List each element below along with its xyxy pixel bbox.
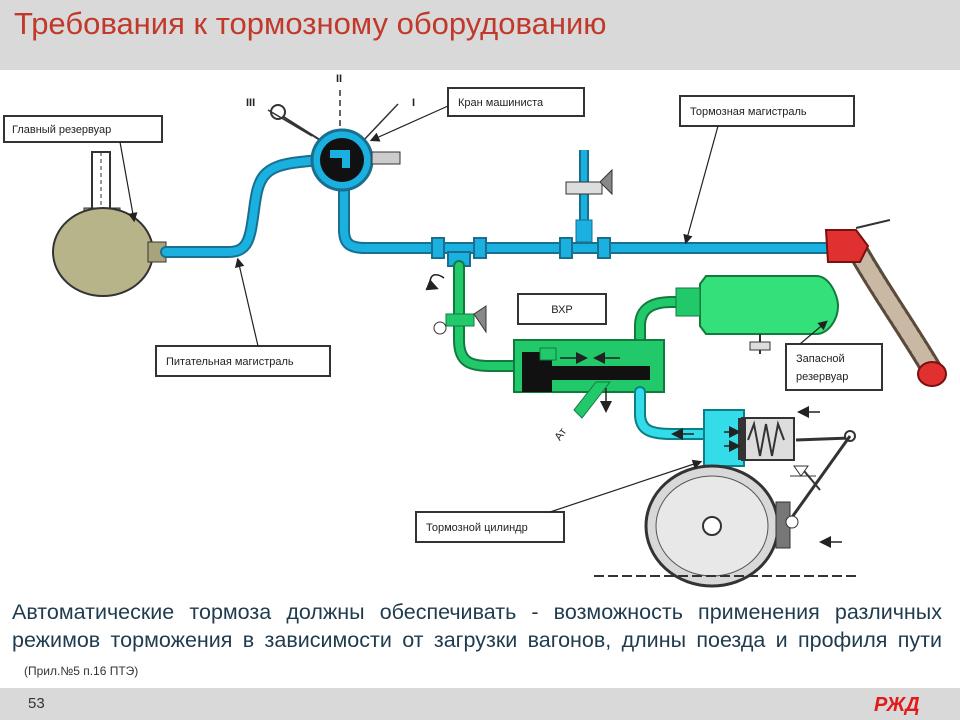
brake-cylinder-pipe: [636, 388, 710, 438]
page-title: Требования к тормозному оборудованию: [14, 6, 607, 41]
svg-text:Кран машиниста: Кран машиниста: [458, 97, 544, 109]
label-feed-pipe: Питательная магистраль: [155, 257, 331, 377]
svg-text:РЖД: РЖД: [874, 694, 920, 716]
svg-text:Запасной: Запасной: [796, 353, 845, 365]
vhr-branch-pipe: [455, 262, 704, 370]
label-brake-pipe: Тормозная магистраль: [679, 95, 855, 245]
svg-text:ВХР: ВХР: [551, 304, 573, 316]
reference-note: (Прил.№5 п.16 ПТЭ): [24, 664, 139, 678]
valve-pos-3: III: [246, 97, 255, 109]
svg-text:Тормозная магистраль: Тормозная магистраль: [690, 106, 807, 118]
page-number: 53: [28, 695, 45, 712]
main-reservoir: [52, 151, 167, 297]
label-brake-cylinder: Тормозной цилиндр: [415, 459, 703, 543]
valve-pos-2: II: [336, 73, 342, 85]
body-text: Автоматические тормоза должны обеспечива…: [12, 600, 942, 652]
label-drivers-valve: Кран машиниста: [369, 87, 585, 142]
vhr-label-box: ВХР: [517, 293, 607, 325]
air-distributor: Ат: [513, 339, 665, 443]
svg-text:Главный резервуар: Главный резервуар: [12, 124, 111, 136]
rzd-logo-icon: РЖД: [874, 694, 920, 716]
label-main-reservoir: Главный резервуар: [3, 115, 163, 223]
end-cock: [565, 150, 613, 243]
branch-cock: [433, 305, 487, 335]
svg-text:Тормозной цилиндр: Тормозной цилиндр: [426, 522, 528, 534]
valve-pos-1: I: [412, 97, 415, 109]
brake-pipe: [340, 176, 834, 252]
footer-band: 53 РЖД: [0, 688, 960, 720]
brake-system-diagram: III II I: [3, 73, 947, 588]
feed-pipe: [160, 154, 324, 258]
atm-label: Ат: [552, 426, 569, 443]
svg-text:Питательная магистраль: Питательная магистраль: [166, 356, 294, 368]
label-aux-reservoir: Запасной резервуар: [785, 320, 883, 391]
brake-cylinder: [703, 406, 856, 467]
header-band: Требования к тормозному оборудованию: [0, 0, 960, 70]
auxiliary-reservoir: [675, 275, 840, 354]
brake-hose: [824, 219, 947, 387]
svg-text:резервуар: резервуар: [796, 371, 848, 383]
wheel-and-linkage: [594, 435, 860, 588]
pipe-fittings: [431, 237, 611, 267]
body-paragraph: Автоматические тормоза должны обеспечива…: [12, 598, 942, 685]
drivers-valve: III II I: [246, 73, 415, 192]
